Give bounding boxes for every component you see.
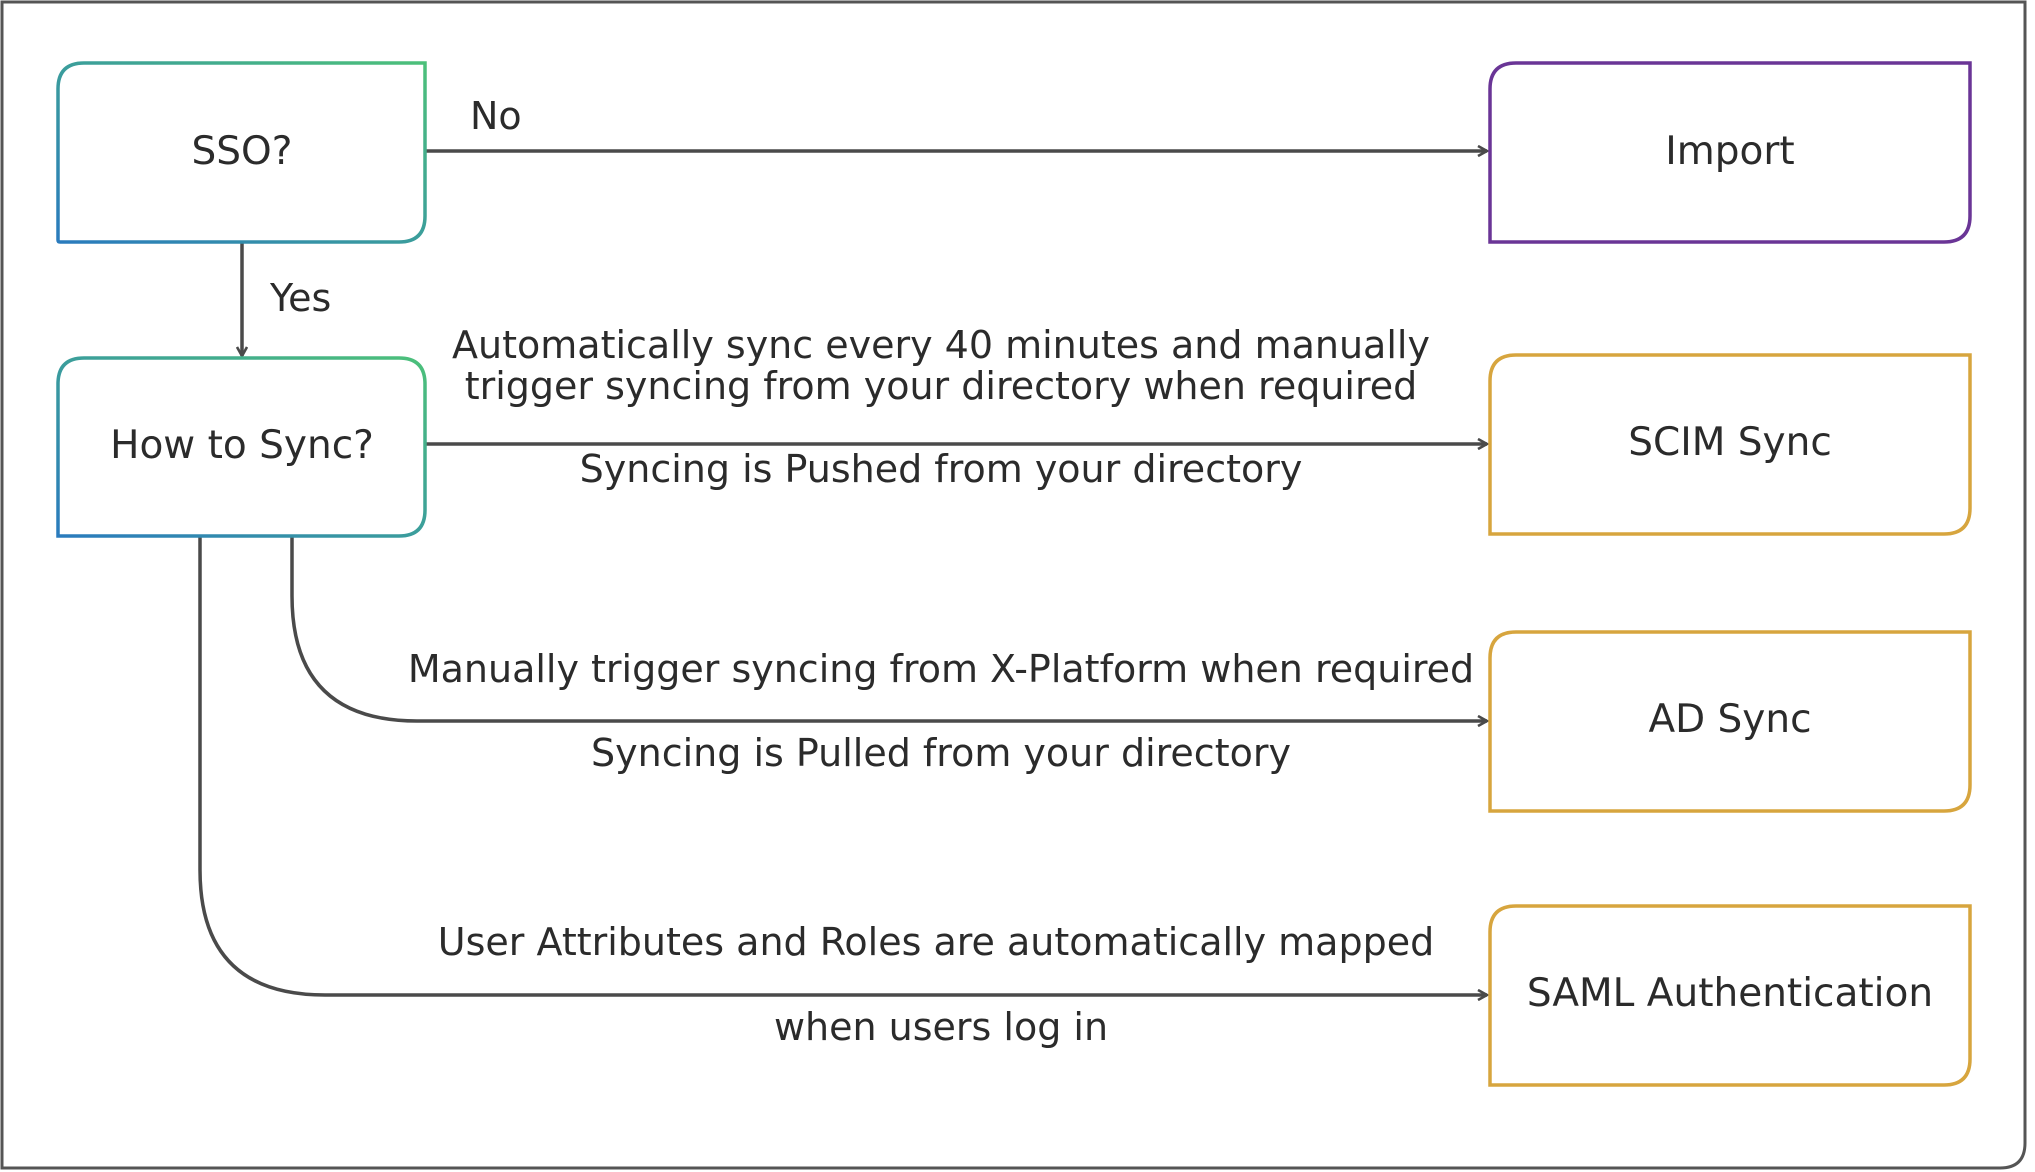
edge-label-no: No [470,94,522,138]
edge-label-yes: Yes [269,276,331,320]
node-import-label: Import [1665,129,1794,174]
node-saml-authentication: SAML Authentication [1488,904,1972,1087]
node-saml-authentication-label: SAML Authentication [1527,971,1933,1016]
node-ad-sync-label: AD Sync [1648,697,1811,742]
edge-label-saml-above: User Attributes and Roles are automatica… [438,920,1434,964]
edge-how-to-ad [290,536,1487,721]
edge-label-saml-below: when users log in [774,1005,1108,1049]
edge-label-ad-above: Manually trigger syncing from X-Platform… [408,647,1474,691]
edge-label-scim-below: Syncing is Pushed from your directory [580,447,1303,491]
node-scim-sync: SCIM Sync [1488,353,1972,536]
node-sso: SSO? [56,61,427,244]
node-scim-sync-label: SCIM Sync [1628,420,1832,465]
edge-label-scim-above-2: trigger syncing from your directory when… [465,364,1418,408]
edge-label-scim-above-1: Automatically sync every 40 minutes and … [452,323,1430,367]
node-import: Import [1488,61,1972,244]
node-ad-sync: AD Sync [1488,630,1972,813]
node-sso-label: SSO? [192,129,293,174]
edge-label-ad-below: Syncing is Pulled from your directory [591,731,1291,775]
node-how-to-sync: How to Sync? [56,356,427,538]
edge-how-to-saml [198,536,1487,995]
node-how-to-sync-label: How to Sync? [110,423,374,468]
